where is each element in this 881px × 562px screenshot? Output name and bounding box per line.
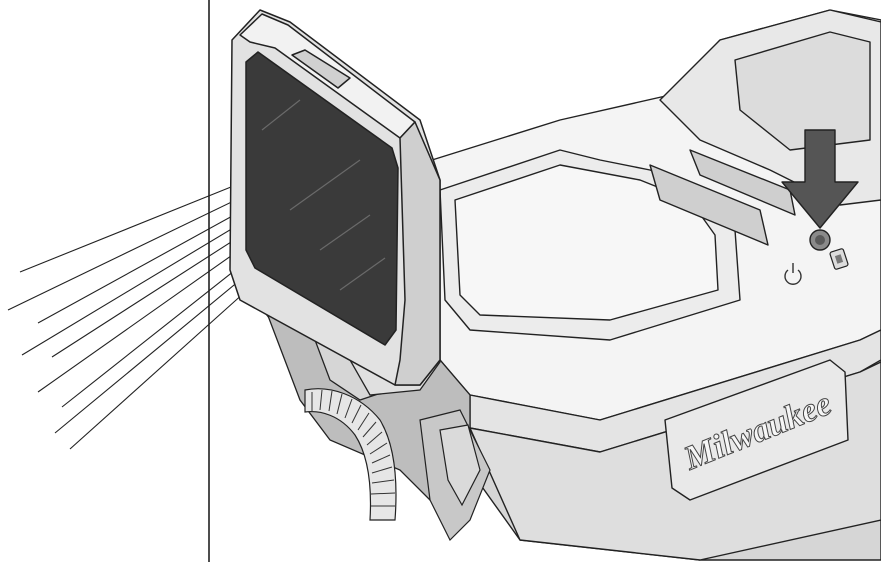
case-body (254, 9, 881, 561)
rear-bracket (419, 409, 491, 542)
top-recess-inner (454, 164, 719, 321)
coiled-hose (304, 388, 397, 521)
power-symbol-icon (784, 263, 802, 285)
usb-port-icon (829, 248, 849, 270)
arrow-down-icon (781, 129, 859, 229)
logo-plate (664, 359, 849, 501)
light-head-grip (291, 49, 351, 89)
light-head-lens (245, 51, 399, 346)
rear-housing-inset (734, 31, 871, 151)
top-rib (689, 149, 796, 216)
power-button-icon[interactable] (809, 229, 831, 251)
light-head-side (394, 121, 441, 386)
top-rib (649, 164, 769, 246)
light-head[interactable] (229, 9, 441, 386)
